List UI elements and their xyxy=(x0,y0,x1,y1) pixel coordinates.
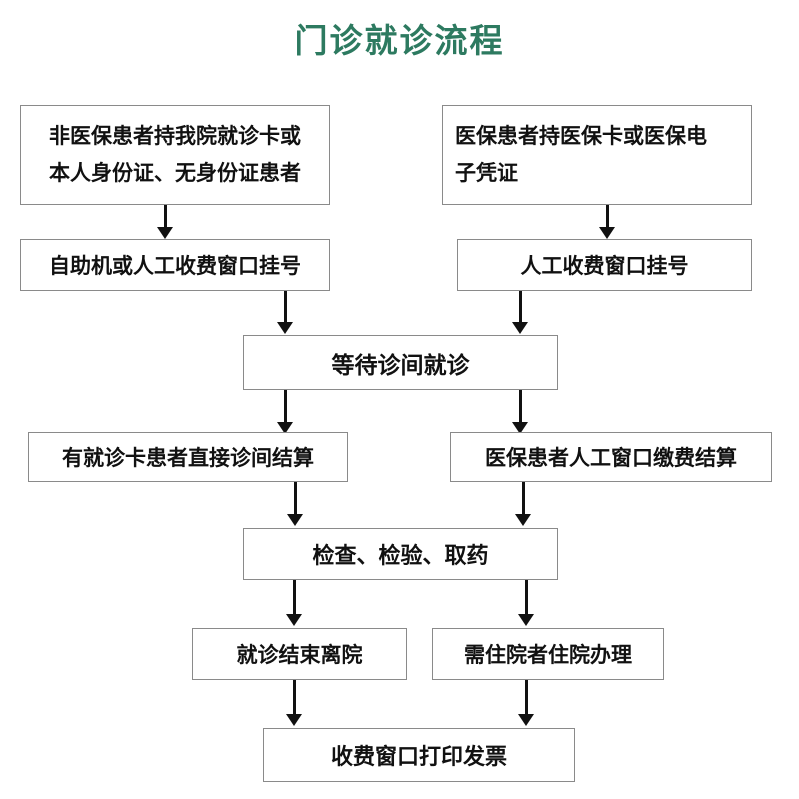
connector-window-settlement-to-exam xyxy=(522,482,525,517)
node-self-service-or-manual-registration: 自助机或人工收费窗口挂号 xyxy=(20,239,330,291)
node-insured-patient: 医保患者持医保卡或医保电 子凭证 xyxy=(442,105,752,205)
node-line: 自助机或人工收费窗口挂号 xyxy=(49,254,301,278)
node-insured-manual-window-settlement: 医保患者人工窗口缴费结算 xyxy=(450,432,772,482)
arrowhead-icon xyxy=(518,614,534,626)
node-visit-end-leave-hospital: 就诊结束离院 xyxy=(192,628,407,680)
page-title: 门诊就诊流程 xyxy=(294,21,505,60)
arrowhead-icon xyxy=(157,227,173,239)
node-card-holder-direct-settlement: 有就诊卡患者直接诊间结算 xyxy=(28,432,348,482)
connector-non-insured-to-registration xyxy=(164,205,167,231)
connector-manual-registration-to-wait xyxy=(519,291,522,326)
node-print-invoice-at-window: 收费窗口打印发票 xyxy=(263,728,575,782)
node-wait-for-consultation: 等待诊间就诊 xyxy=(243,335,558,390)
arrowhead-icon xyxy=(286,714,302,726)
connector-leave-hospital-to-invoice xyxy=(293,680,296,718)
arrowhead-icon xyxy=(515,514,531,526)
node-line: 医保患者人工窗口缴费结算 xyxy=(485,446,737,470)
arrowhead-icon xyxy=(286,614,302,626)
node-line: 就诊结束离院 xyxy=(236,643,363,667)
arrowhead-icon xyxy=(512,422,528,434)
node-manual-window-registration: 人工收费窗口挂号 xyxy=(457,239,752,291)
node-line: 子凭证 xyxy=(455,161,518,185)
arrowhead-icon xyxy=(518,714,534,726)
node-line: 收费窗口打印发票 xyxy=(330,745,507,770)
arrowhead-icon xyxy=(599,227,615,239)
node-line: 人工收费窗口挂号 xyxy=(520,254,689,278)
arrowhead-icon xyxy=(287,514,303,526)
arrowhead-icon xyxy=(277,422,293,434)
connector-direct-settlement-to-exam xyxy=(294,482,297,517)
connector-exam-to-inpatient xyxy=(525,580,528,618)
node-non-insured-patient: 非医保患者持我院就诊卡或 本人身份证、无身份证患者 xyxy=(20,105,330,205)
connector-insured-to-manual-registration xyxy=(606,205,609,231)
node-line: 需住院者住院办理 xyxy=(464,643,632,667)
node-line: 医保患者持医保卡或医保电 xyxy=(455,124,707,149)
connector-registration-to-wait xyxy=(284,291,287,326)
node-line: 本人身份证、无身份证患者 xyxy=(49,161,301,185)
node-line: 等待诊间就诊 xyxy=(331,352,470,379)
arrowhead-icon xyxy=(512,322,528,334)
node-exam-test-medicine: 检查、检验、取药 xyxy=(243,528,558,580)
connector-inpatient-to-invoice xyxy=(525,680,528,718)
node-line: 检查、检验、取药 xyxy=(312,544,489,569)
node-line: 非医保患者持我院就诊卡或 xyxy=(49,124,301,149)
connector-wait-to-direct-settlement xyxy=(284,390,287,426)
arrowhead-icon xyxy=(277,322,293,334)
node-inpatient-admission: 需住院者住院办理 xyxy=(432,628,664,680)
connector-exam-to-leave-hospital xyxy=(293,580,296,618)
connector-wait-to-window-settlement xyxy=(519,390,522,426)
node-line: 有就诊卡患者直接诊间结算 xyxy=(62,446,314,470)
